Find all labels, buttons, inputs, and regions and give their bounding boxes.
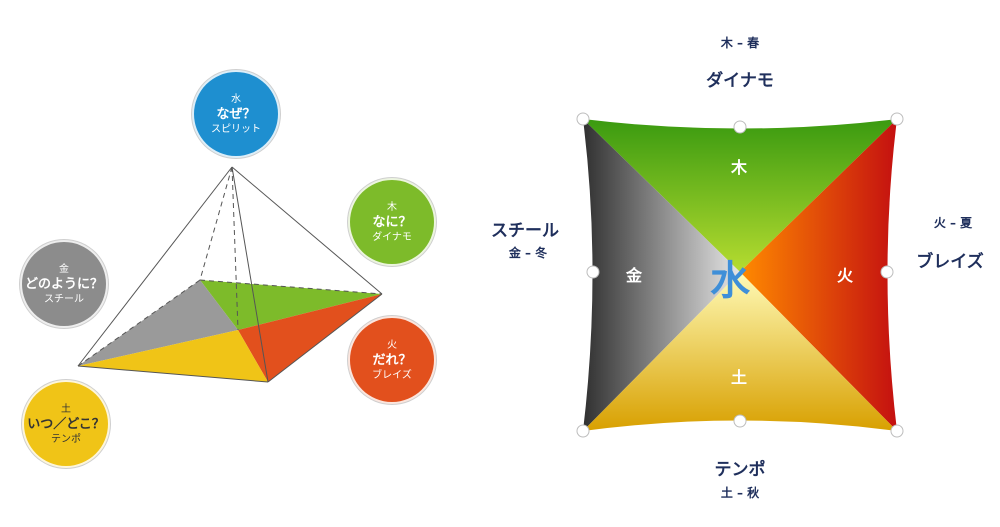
earth-name: テンポ [51, 433, 81, 445]
bottom-name-label: テンポ [714, 460, 766, 480]
square-handles [576, 112, 904, 438]
earth-bubble: 土 いつ／どこ？ テンポ [22, 380, 110, 468]
top-season-label: 木 – 春 [720, 36, 760, 50]
right-season-label: 火 – 夏 [933, 216, 973, 230]
metal-name: スチール [44, 293, 84, 305]
fire-name: ブレイズ [372, 369, 412, 381]
wood-question: なに？ [372, 214, 412, 230]
square-quadrant-earth [583, 272, 897, 431]
pyramid-diagram [77, 166, 383, 383]
inner-metal-kanji: 金 [626, 266, 643, 285]
top-name-label: ダイナモ [706, 71, 774, 91]
inner-fire-kanji: 火 [837, 266, 854, 285]
water-kanji: 水 [231, 93, 241, 105]
pyramid-face-wood [200, 280, 382, 330]
pyramid-face-metal [78, 280, 238, 366]
square-quadrant-metal [583, 119, 740, 431]
left-season-label: 金 – 冬 [508, 246, 548, 260]
wood-name: ダイナモ [372, 231, 412, 243]
metal-kanji: 金 [59, 263, 69, 275]
bottom-season-label: 土 – 秋 [720, 486, 760, 500]
center-water-kanji: 水 [710, 258, 750, 304]
inner-earth-kanji: 土 [731, 368, 748, 387]
fire-bubble: 火 だれ？ ブレイズ [348, 316, 436, 404]
fire-question: だれ？ [372, 352, 412, 368]
metal-bubble: 金 どのように？ スチール [20, 240, 108, 328]
wood-kanji: 木 [387, 201, 397, 213]
right-name-label: ブレイズ [916, 252, 984, 272]
water-bubble: 水 なぜ？ スピリット [192, 70, 280, 158]
pyramid-face-earth [78, 330, 268, 382]
water-question: なぜ？ [216, 106, 256, 122]
metal-question: どのように？ [24, 276, 103, 292]
fire-kanji: 火 [387, 339, 397, 351]
earth-question: いつ／どこ？ [27, 416, 105, 432]
water-name: スピリット [211, 123, 261, 135]
square-quadrant-wood [583, 119, 897, 272]
earth-kanji: 土 [61, 403, 71, 415]
inner-wood-kanji: 木 [731, 158, 748, 177]
square-quadrant-fire [740, 119, 897, 431]
pyramid-edges [77, 166, 383, 383]
left-name-label: スチール [491, 221, 559, 241]
pyramid-face-fire [238, 294, 382, 382]
wood-bubble: 木 なに？ ダイナモ [348, 178, 436, 266]
